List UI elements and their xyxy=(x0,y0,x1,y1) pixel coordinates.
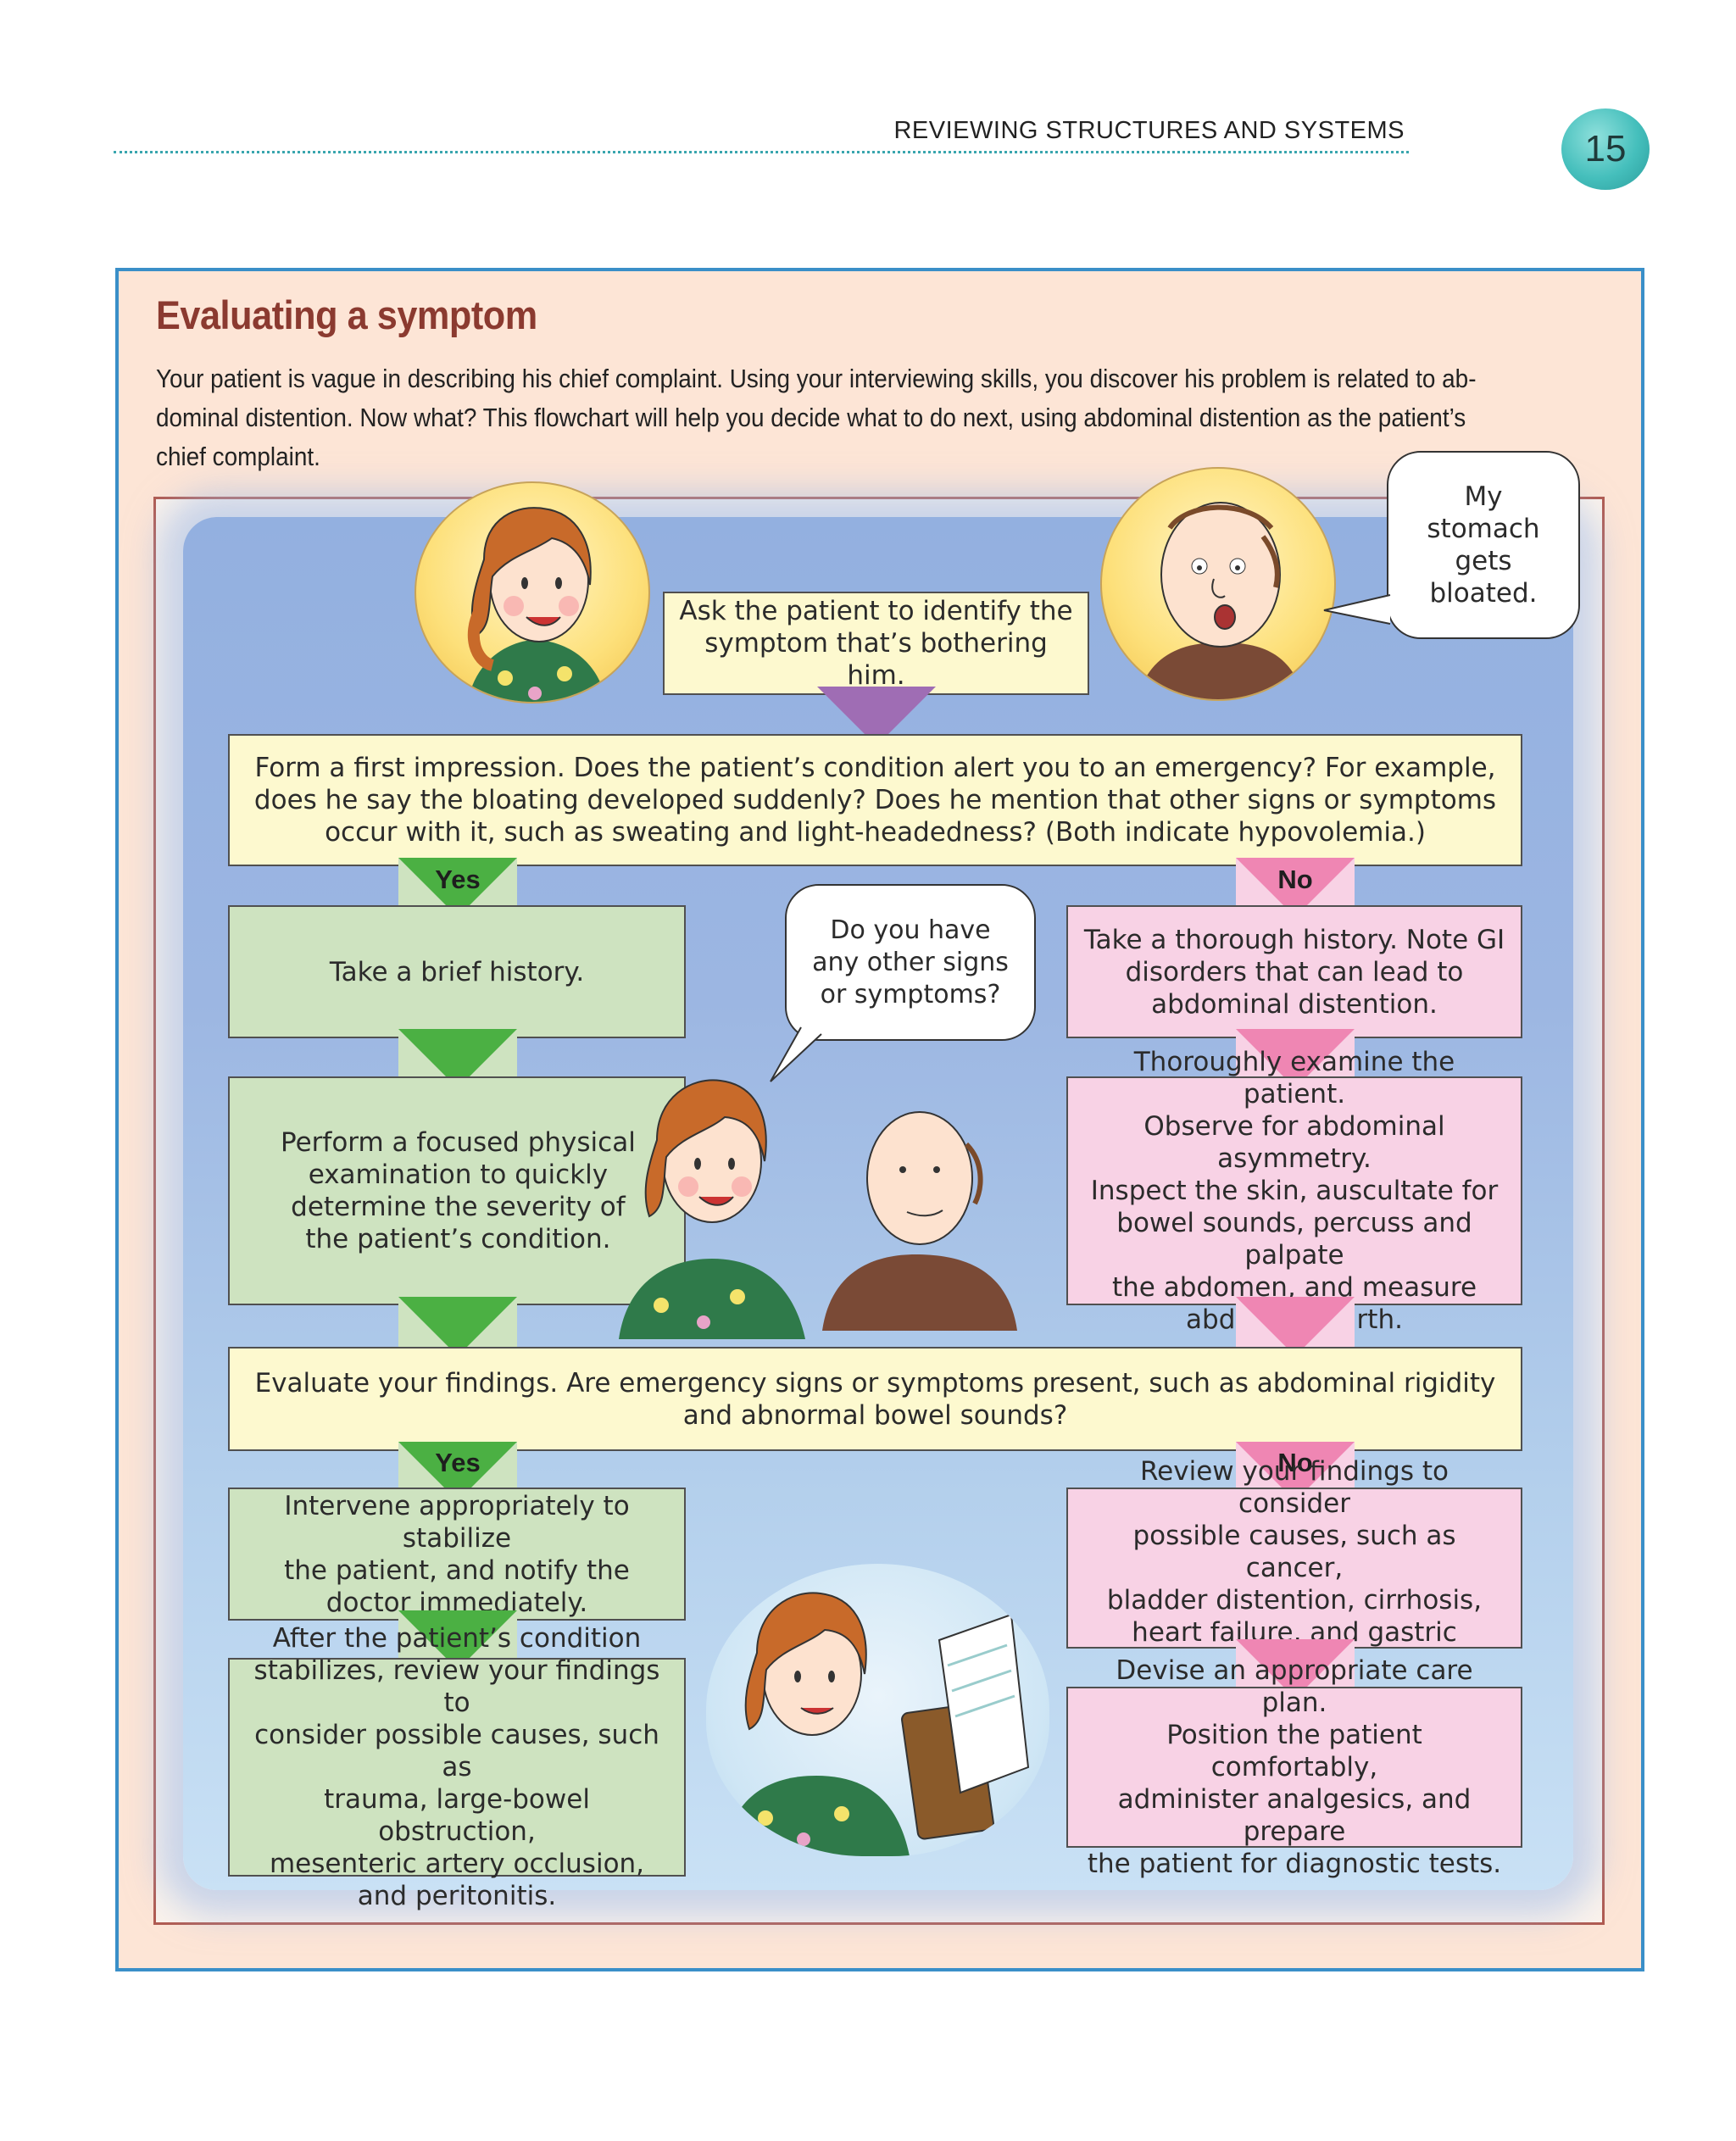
speech-bubble-other-signs: Do you have any other signs or symptoms? xyxy=(785,884,1036,1041)
intro-line: chief complaint. xyxy=(156,437,1605,476)
yes-label: Yes xyxy=(398,865,517,895)
step-thorough-exam: Thoroughly examine the patient. Observe … xyxy=(1066,1076,1522,1305)
step-thorough-history: Take a thorough history. Note GI disorde… xyxy=(1066,905,1522,1038)
step-text: determine the severity of xyxy=(281,1191,636,1223)
page-number: 15 xyxy=(1585,128,1627,170)
step-text: After the patient’s condition xyxy=(243,1622,670,1654)
intro-line: dominal distention. Now what? This flowc… xyxy=(156,398,1605,437)
nurse-with-chart-illustration-icon xyxy=(706,1564,1049,1856)
no-label: No xyxy=(1236,865,1355,895)
bubble-line: My xyxy=(1427,481,1539,513)
step-text: Perform a focused physical xyxy=(281,1126,636,1159)
step-text: Form a first impression. Does the patien… xyxy=(254,752,1496,784)
step-text: Evaluate your findings. Are emergency si… xyxy=(255,1367,1496,1399)
step-text: administer analgesics, and prepare xyxy=(1082,1783,1507,1848)
step-text: mesenteric artery occlusion, xyxy=(243,1848,670,1880)
step-text: the patient, and notify the xyxy=(243,1554,670,1587)
intro-line: Your patient is vague in describing his … xyxy=(156,359,1605,398)
step-text: Intervene appropriately to stabilize xyxy=(243,1490,670,1554)
step-text: Ask the patient to identify the xyxy=(678,595,1074,627)
step-text: the patient for diagnostic tests. xyxy=(1082,1848,1507,1880)
running-head: REVIEWING STRUCTURES AND SYSTEMS xyxy=(887,117,1405,145)
step-ask-patient: Ask the patient to identify the symptom … xyxy=(663,592,1089,695)
header-rule xyxy=(114,151,1409,153)
step-text: consider possible causes, such as xyxy=(243,1719,670,1783)
step-text: disorders that can lead to xyxy=(1084,956,1505,988)
step-text: examination to quickly xyxy=(281,1159,636,1191)
bubble-line: bloated. xyxy=(1427,577,1539,609)
step-text: and abnormal bowel sounds? xyxy=(255,1399,1496,1432)
step-text: occur with it, such as sweating and ligh… xyxy=(254,816,1496,848)
step-text: does he say the bloating developed sudde… xyxy=(254,784,1496,816)
step-text: symptom that’s bothering him. xyxy=(678,627,1074,692)
step-text: Review your findings to consider xyxy=(1082,1455,1507,1520)
step-intervene: Intervene appropriately to stabilize the… xyxy=(228,1488,686,1621)
step-care-plan: Devise an appropriate care plan. Positio… xyxy=(1066,1687,1522,1848)
step-after-stabilize: After the patient’s condition stabilizes… xyxy=(228,1658,686,1877)
step-text: bladder distention, cirrhosis, xyxy=(1082,1584,1507,1616)
step-evaluate-findings: Evaluate your findings. Are emergency si… xyxy=(228,1347,1522,1451)
step-first-impression: Form a first impression. Does the patien… xyxy=(228,734,1522,866)
step-brief-history: Take a brief history. xyxy=(228,905,686,1038)
speech-bubble-tail-icon xyxy=(1322,593,1399,636)
bubble-line: any other signs xyxy=(812,947,1009,979)
step-text: bowel sounds, percuss and palpate xyxy=(1082,1207,1507,1271)
step-text: Take a thorough history. Note GI xyxy=(1084,924,1505,956)
step-review-causes: Review your findings to consider possibl… xyxy=(1066,1488,1522,1649)
step-text: and peritonitis. xyxy=(243,1880,670,1912)
intro-paragraph: Your patient is vague in describing his … xyxy=(156,359,1605,476)
speech-bubble-stomach-bloated: My stomach gets bloated. xyxy=(1387,451,1580,639)
page-title: Evaluating a symptom xyxy=(156,292,537,338)
step-text: the patient’s condition. xyxy=(281,1223,636,1255)
step-text: trauma, large-bowel obstruction, xyxy=(243,1783,670,1848)
bubble-line: Do you have xyxy=(812,915,1009,947)
step-text: Thoroughly examine the patient. xyxy=(1082,1046,1507,1110)
step-text: Observe for abdominal asymmetry. xyxy=(1082,1110,1507,1175)
step-text: Take a brief history. xyxy=(330,956,584,988)
bubble-line: stomach xyxy=(1427,513,1539,545)
step-text: stabilizes, review your findings to xyxy=(243,1654,670,1719)
step-text: Inspect the skin, auscultate for xyxy=(1082,1175,1507,1207)
nurse-portrait-icon xyxy=(415,481,650,703)
step-text: Position the patient comfortably, xyxy=(1082,1719,1507,1783)
step-text: possible causes, such as cancer, xyxy=(1082,1520,1507,1584)
step-text: abdominal distention. xyxy=(1084,988,1505,1020)
bubble-line: gets xyxy=(1427,545,1539,577)
bubble-line: or symptoms? xyxy=(812,979,1009,1011)
patient-portrait-icon xyxy=(1100,467,1336,701)
step-text: Devise an appropriate care plan. xyxy=(1082,1654,1507,1719)
yes-label: Yes xyxy=(398,1448,517,1478)
page-number-badge: 15 xyxy=(1561,108,1650,190)
nurse-and-patient-illustration-icon xyxy=(610,1051,1051,1339)
